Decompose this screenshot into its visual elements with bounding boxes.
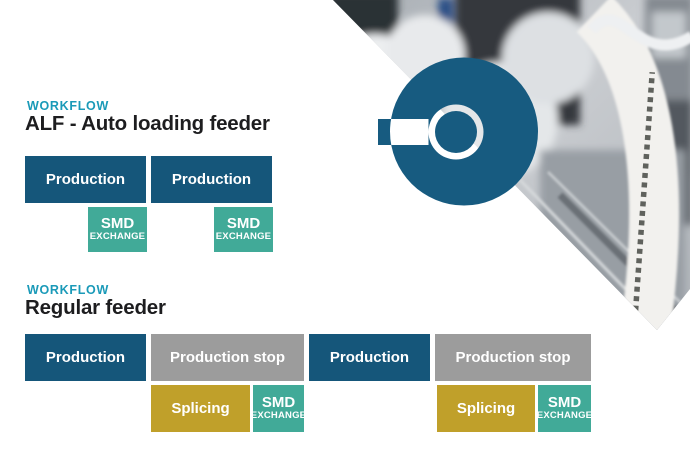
alf-smd-exchange-box-2: SMD EXCHANGE xyxy=(214,207,273,252)
regular-production-label-2: Production xyxy=(329,349,410,366)
regular-workflow-title: Regular feeder xyxy=(25,296,166,319)
regular-smd-exchange-box-2: SMD EXCHANGE xyxy=(536,385,593,432)
regular-production-box-1: Production xyxy=(25,334,146,381)
splicing-box-2: Splicing xyxy=(437,385,535,432)
smd-label: SMD xyxy=(100,215,135,233)
exchange-label: EXCHANGE xyxy=(215,231,272,243)
alf-production-label-2: Production xyxy=(171,171,252,188)
splicing-box-1: Splicing xyxy=(151,385,250,432)
regular-production-stop-label-1: Production stop xyxy=(170,349,285,366)
exchange-label: EXCHANGE xyxy=(536,410,593,422)
smd-label: SMD xyxy=(261,394,296,412)
regular-workflow-eyebrow: WORKFLOW xyxy=(27,283,109,297)
alf-workflow-eyebrow: WORKFLOW xyxy=(27,99,109,113)
regular-smd-exchange-box-1: SMD EXCHANGE xyxy=(250,385,307,432)
splicing-label-2: Splicing xyxy=(456,400,516,417)
regular-production-label-1: Production xyxy=(45,349,126,366)
smd-label: SMD xyxy=(226,215,261,233)
alf-production-box-2: Production xyxy=(151,156,272,203)
alf-production-box-1: Production xyxy=(25,156,146,203)
exchange-label: EXCHANGE xyxy=(89,231,146,243)
alf-workflow-title: ALF - Auto loading feeder xyxy=(25,112,270,135)
splicing-label-1: Splicing xyxy=(171,400,230,417)
regular-production-box-2: Production xyxy=(309,334,430,381)
alf-smd-exchange-box-1: SMD EXCHANGE xyxy=(88,207,147,252)
regular-production-stop-box-2: Production stop xyxy=(435,334,591,381)
regular-production-stop-label-2: Production stop xyxy=(455,349,571,366)
smd-label: SMD xyxy=(547,394,582,412)
regular-production-stop-box-1: Production stop xyxy=(151,334,304,381)
exchange-label: EXCHANGE xyxy=(250,410,307,422)
alf-production-label-1: Production xyxy=(45,171,126,188)
